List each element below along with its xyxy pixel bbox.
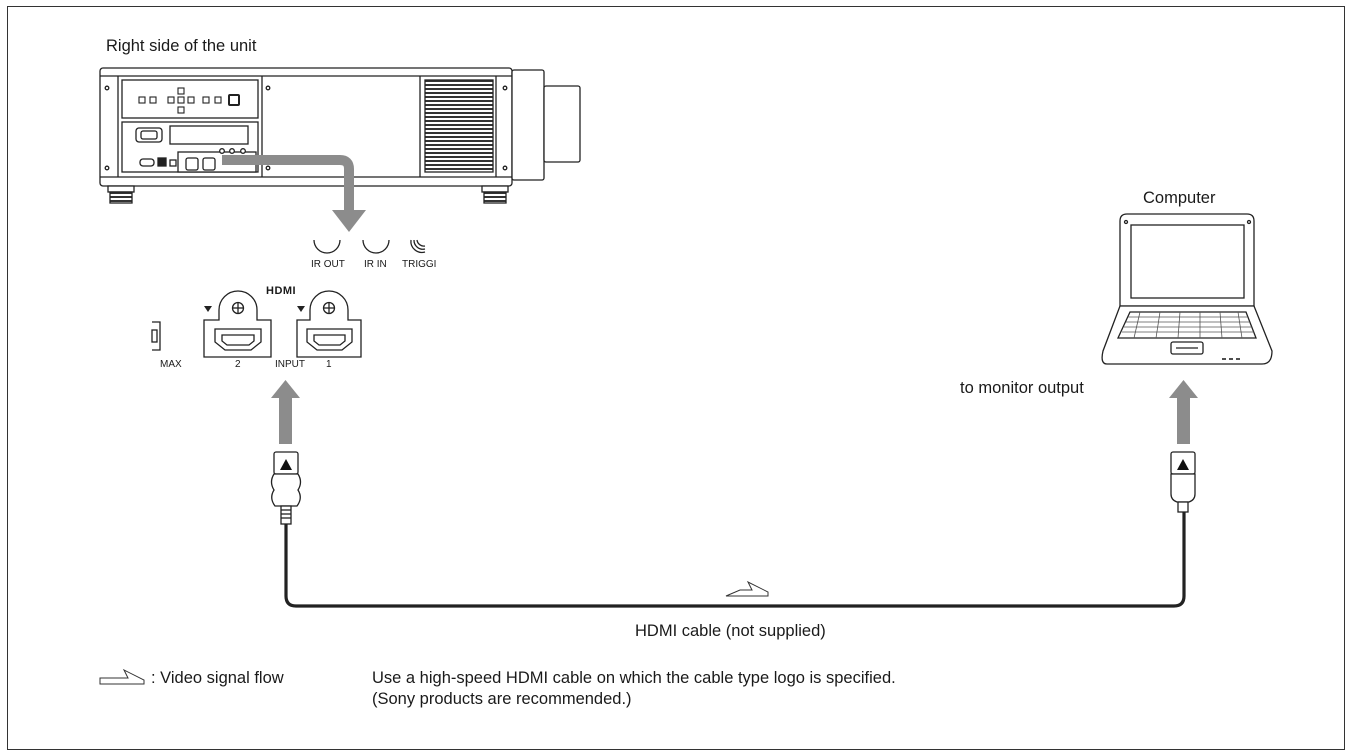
- hdmi-cable-label: HDMI cable (not supplied): [635, 622, 826, 640]
- max-label: MAX: [160, 359, 182, 370]
- signal-flow-arrow-icon: [725, 580, 769, 597]
- legend-signal-flow-text: : Video signal flow: [151, 669, 284, 687]
- ir-in-label: IR IN: [364, 259, 387, 270]
- input-arrow: [271, 380, 300, 444]
- input-label: INPUT: [275, 359, 305, 370]
- hdmi-port-1-label: 1: [326, 359, 332, 370]
- cable-note-line2: (Sony products are recommended.): [372, 690, 632, 708]
- projector-illustration: [99, 67, 581, 204]
- hdmi-port-2-label: 2: [235, 359, 241, 370]
- hdmi-cable: [284, 512, 1186, 608]
- legend-signal-flow-icon: [99, 668, 145, 685]
- monitor-output-label: to monitor output: [960, 379, 1084, 397]
- trigger-label: TRIGGI: [402, 259, 437, 270]
- cable-note-line1: Use a high-speed HDMI cable on which the…: [372, 669, 896, 687]
- ir-out-label: IR OUT: [311, 259, 345, 270]
- hdmi-plug-left: [270, 451, 302, 525]
- unit-side-title: Right side of the unit: [106, 37, 257, 55]
- monitor-output-arrow: [1169, 380, 1198, 444]
- hdmi-logo: HDMI: [266, 285, 297, 297]
- diagram-frame: [7, 6, 1345, 750]
- callout-arrow-head: [332, 210, 366, 232]
- computer-label: Computer: [1143, 189, 1216, 207]
- connector-panel-closeup: [151, 239, 426, 358]
- computer-laptop-illustration: [1101, 213, 1273, 365]
- hdmi-plug-right: [1170, 451, 1196, 513]
- callout-arrow: [222, 155, 354, 214]
